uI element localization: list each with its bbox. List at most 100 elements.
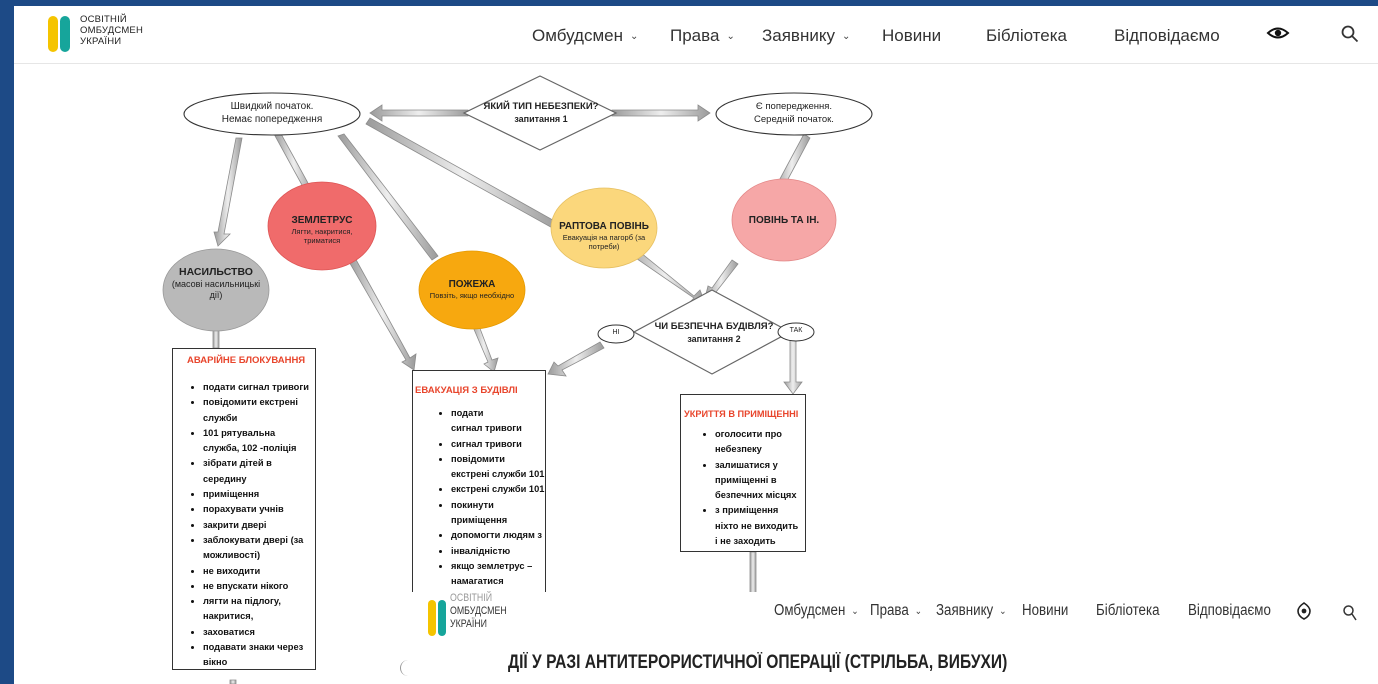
yes-label: ТАК (789, 327, 803, 334)
flood-sub: Евакуація на пагорб (за потреби) (562, 233, 646, 251)
list-item: подавати знаки через (203, 640, 315, 655)
list-item: закрити двері (203, 518, 315, 533)
list-item: накритися, (203, 611, 254, 622)
overlay-nav-label: Права (870, 602, 909, 619)
no-oval (597, 324, 635, 344)
chevron-down-icon: ⌄ (726, 30, 735, 42)
chevron-down-icon: ⌄ (999, 605, 1007, 617)
browser-page: ОСВІТНІЙ ОМБУДСМЕН УКРАЇНИ Омбудсмен ⌄ П… (14, 6, 1378, 684)
nav-item-applicant[interactable]: Заявнику ⌄ (762, 26, 850, 46)
overlay-logo-text: ОСВІТНІЙ ОМБУДСМЕН УКРАЇНИ (450, 592, 507, 631)
list-item: ніхто не виходить (715, 520, 799, 531)
list-item: служби (203, 412, 238, 423)
list-item: інвалідністю (451, 544, 545, 559)
shelter-list: оголосити пронебезпекузалишатися уприміщ… (681, 427, 805, 549)
overlay-logo-line-2: ОМБУДСМЕН (450, 605, 507, 617)
list-item: не впускати нікого (203, 579, 315, 594)
search-icon[interactable] (1342, 604, 1358, 622)
nav-item-ombudsman[interactable]: Омбудсмен ⌄ (532, 26, 638, 46)
question-1-label: ЯКИЙ ТИП НЕБЕЗПЕКИ? запитання 1 (476, 100, 606, 126)
overlay-nav-rights[interactable]: Права ⌄ (870, 602, 922, 620)
site-header: ОСВІТНІЙ ОМБУДСМЕН УКРАЇНИ Омбудсмен ⌄ П… (14, 6, 1378, 64)
overlay-screenshot: ОСВІТНІЙ ОМБУДСМЕН УКРАЇНИ Омбудсмен ⌄ П… (412, 592, 1378, 684)
list-item: повідомити (451, 452, 545, 467)
fire-label: ПОЖЕЖА Повзіть, якщо необхідно (424, 278, 520, 300)
question-2-diamond (632, 289, 792, 375)
shelter-title: УКРИТТЯ В ПРИМІЩЕННІ (684, 409, 799, 419)
violence-sub: (масові насильницькі дії) (171, 279, 261, 300)
list-item: покинути (451, 498, 545, 513)
warning-line-2: Середній початок. (754, 114, 834, 125)
overlay-logo[interactable]: ОСВІТНІЙ ОМБУДСМЕН УКРАЇНИ (428, 592, 548, 642)
lockdown-title: АВАРІЙНЕ БЛОКУВАННЯ (187, 355, 306, 366)
safety-flowchart: ЯКИЙ ТИП НЕБЕЗПЕКИ? запитання 1 ЧИ БЕЗПЕ… (14, 64, 1378, 684)
violence-node (162, 248, 270, 332)
overlay-nav-label: Омбудсмен (774, 602, 846, 619)
nav-item-label: Омбудсмен (532, 26, 623, 45)
logo-mark-icon (48, 16, 70, 52)
overlay-nav-answers[interactable]: Відповідаємо (1188, 602, 1271, 620)
nav-item-rights[interactable]: Права ⌄ (670, 26, 735, 46)
nav-item-label: Відповідаємо (1114, 26, 1220, 45)
list-item: з приміщення (715, 503, 805, 518)
nav-item-answers[interactable]: Відповідаємо (1114, 26, 1220, 46)
list-item: служба, 102 -поліція (203, 443, 297, 454)
lockdown-list: подати сигнал тривогиповідомити екстрені… (173, 380, 315, 669)
list-item: повідомити екстрені (203, 395, 315, 410)
list-item: можливості) (203, 550, 261, 561)
site-logo[interactable]: ОСВІТНІЙ ОМБУДСМЕН УКРАЇНИ (46, 12, 186, 60)
nav-item-library[interactable]: Бібліотека (986, 26, 1067, 46)
flowchart-connectors (162, 75, 873, 684)
nav-item-label: Права (670, 26, 720, 45)
accessibility-eye-icon[interactable] (1296, 602, 1312, 620)
flood-label: РАПТОВА ПОВІНЬ Евакуація на пагорб (за п… (554, 220, 654, 251)
chevron-down-icon: ⌄ (851, 605, 859, 617)
list-item: порахувати учнів (203, 502, 315, 517)
list-item: приміщенні в (715, 474, 777, 485)
eye-icon[interactable] (1266, 24, 1290, 42)
fast-onset-line-2: Немає попередження (221, 114, 323, 125)
fire-title: ПОЖЕЖА (448, 279, 496, 290)
search-icon[interactable] (1340, 24, 1360, 44)
no-label: НІ (612, 329, 620, 336)
list-item: безпечних місцях (715, 490, 797, 501)
overlay-nav-library[interactable]: Бібліотека (1096, 602, 1160, 620)
logo-mark-icon (428, 600, 446, 636)
overlay-nav-label: Заявнику (936, 602, 994, 619)
list-item: заблокувати двері (за (203, 533, 315, 548)
list-item: оголосити про (715, 427, 805, 442)
chevron-down-icon: ⌄ (841, 30, 851, 42)
list-item: приміщення (451, 515, 508, 526)
list-item: сигнал тривоги (451, 423, 522, 434)
violence-label: НАСИЛЬСТВО (масові насильницькі дії) (170, 266, 262, 301)
warning-oval (715, 92, 873, 136)
fire-node (418, 250, 526, 330)
logo-line-1: ОСВІТНІЙ (80, 14, 127, 25)
chevron-down-icon: ⌄ (629, 30, 639, 42)
list-item: подати сигнал тривоги (203, 380, 315, 395)
question-2-title: ЧИ БЕЗПЕЧНА БУДІВЛЯ? (654, 321, 774, 332)
logo-line-3: УКРАЇНИ (80, 36, 122, 47)
list-item: 101 рятувальна (203, 426, 315, 441)
fast-onset-line-1: Швидкий початок. (230, 101, 314, 112)
logo-text: ОСВІТНІЙ ОМБУДСМЕН УКРАЇНИ (80, 14, 143, 47)
nav-item-news[interactable]: Новини (882, 26, 941, 46)
list-item: сигнал тривоги (451, 437, 545, 452)
overlay-nav-applicant[interactable]: Заявнику ⌄ (936, 602, 1006, 620)
list-item: намагатися (451, 576, 504, 587)
overlay-page-title: ДІЇ У РАЗІ АНТИТЕРОРИСТИЧНОЇ ОПЕРАЦІЇ (С… (508, 652, 1008, 673)
nav-item-label: Заявнику (762, 26, 835, 45)
overlay-logo-line-3: УКРАЇНИ (450, 618, 487, 630)
overlay-nav-label: Бібліотека (1096, 602, 1160, 619)
overlay-nav-news[interactable]: Новини (1022, 602, 1068, 620)
list-item: лягти на підлогу, (203, 594, 315, 609)
scroll-fragment (400, 660, 408, 676)
warning-label: Є попередження. Середній початок. (720, 100, 868, 126)
earthquake-label: ЗЕМЛЕТРУС Лягти, накритися, триматися (278, 214, 366, 245)
overlay-nav-label: Відповідаємо (1188, 602, 1271, 619)
overlay-nav-ombudsman[interactable]: Омбудсмен ⌄ (774, 602, 859, 620)
flood-other-node (731, 178, 837, 262)
flood-node (550, 187, 658, 269)
nav-item-label: Новини (882, 26, 942, 45)
